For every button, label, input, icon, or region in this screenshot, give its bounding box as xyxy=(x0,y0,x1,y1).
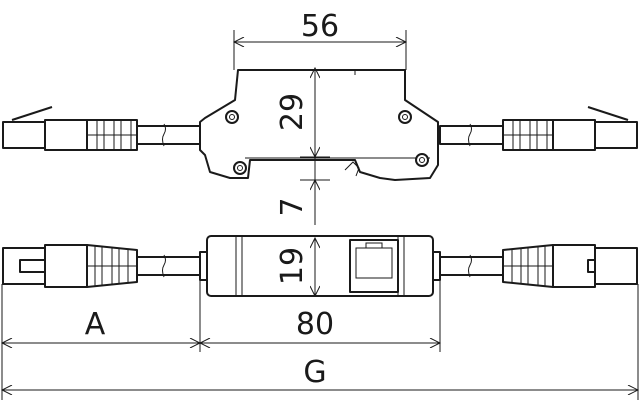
dimension-label-G: G xyxy=(303,355,326,390)
bottom-device-body xyxy=(199,235,441,297)
dimension-label-56: 56 xyxy=(301,9,339,44)
top-right-connector xyxy=(439,106,638,151)
dimension-label-19: 19 xyxy=(275,247,310,285)
dimension-label-A: A xyxy=(85,307,106,342)
dimension-label-29: 29 xyxy=(275,93,310,131)
bottom-right-connector xyxy=(439,244,638,288)
dimension-7: 7 xyxy=(275,157,330,225)
rj45-port-icon xyxy=(349,239,399,293)
dimension-80: 80 xyxy=(200,307,440,343)
dimension-A: A xyxy=(2,307,200,343)
dimension-56: 56 xyxy=(234,9,406,70)
top-device-body xyxy=(199,69,439,181)
dimension-29: 29 xyxy=(275,68,330,157)
dimension-label-7: 7 xyxy=(275,197,310,216)
dimension-label-80: 80 xyxy=(296,307,334,342)
dimension-19: 19 xyxy=(275,238,315,296)
bottom-left-connector xyxy=(2,244,201,288)
dimension-G: G xyxy=(2,355,638,390)
top-left-connector xyxy=(2,106,201,151)
